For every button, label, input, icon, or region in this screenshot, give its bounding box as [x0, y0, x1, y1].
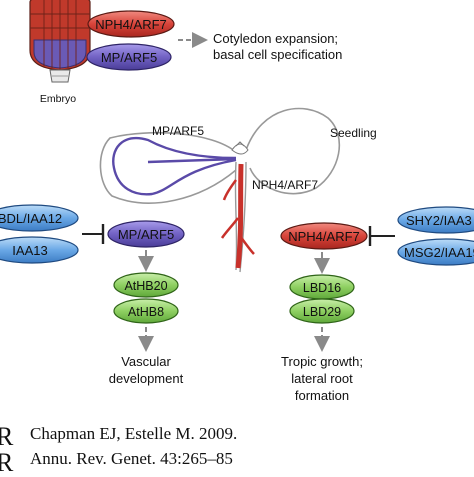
embryo-illustration [29, 0, 91, 83]
top-outcome-line2: basal cell specification [213, 47, 342, 62]
citation-line-1: Chapman EJ, Estelle M. 2009. [30, 424, 238, 443]
left-target-2-pill: AtHB8 [113, 298, 179, 324]
left-arf-label: MP/ARF5 [118, 227, 174, 242]
left-inhibition-bar [82, 224, 105, 244]
left-repressor-1-pill: BDL/IAA12 [0, 204, 79, 232]
left-outcome-line2: development [109, 371, 184, 386]
right-arf-pill: NPH4/ARF7 [280, 222, 368, 250]
right-target-2-pill: LBD29 [289, 298, 355, 324]
top-mp-pill: MP/ARF5 [86, 43, 172, 71]
right-arf-label: NPH4/ARF7 [288, 229, 360, 244]
right-target-2-label: LBD29 [303, 305, 341, 319]
left-target-2-label: AtHB8 [128, 305, 164, 319]
top-nph4-label: NPH4/ARF7 [95, 17, 167, 32]
seedling-nph4-label: NPH4/ARF7 [252, 178, 318, 192]
citation-line-2: Annu. Rev. Genet. 43:265–85 [30, 449, 233, 468]
top-nph4-pill: NPH4/ARF7 [87, 10, 175, 38]
left-repressor-1-label: BDL/IAA12 [0, 211, 62, 226]
right-repressor-2-pill: MSG2/IAA19 [397, 238, 474, 266]
right-outcome-line3: formation [295, 388, 349, 403]
left-repressor-2-pill: IAA13 [0, 236, 79, 264]
right-repressor-1-label: SHY2/IAA3 [406, 213, 472, 228]
right-target-1-pill: LBD16 [289, 274, 355, 300]
right-inhibition-bar [368, 226, 395, 246]
top-mp-label: MP/ARF5 [101, 50, 157, 65]
left-target-1-label: AtHB20 [124, 279, 167, 293]
right-outcome-line2: lateral root [291, 371, 353, 386]
right-repressor-2-label: MSG2/IAA19 [404, 245, 474, 260]
right-target-1-label: LBD16 [303, 281, 341, 295]
left-target-1-pill: AtHB20 [113, 272, 179, 298]
embryo-label: Embryo [40, 93, 76, 105]
right-repressor-1-pill: SHY2/IAA3 [397, 206, 474, 234]
left-arf-pill: MP/ARF5 [107, 220, 185, 248]
right-outcome-line1: Tropic growth; [281, 354, 363, 369]
left-repressor-2-label: IAA13 [12, 243, 47, 258]
left-outcome-line1: Vascular [121, 354, 171, 369]
top-outcome-line1: Cotyledon expansion; [213, 31, 338, 46]
seedling-mp-label: MP/ARF5 [152, 124, 204, 138]
seedling-label: Seedling [330, 126, 377, 140]
seedling-illustration [99, 107, 341, 273]
